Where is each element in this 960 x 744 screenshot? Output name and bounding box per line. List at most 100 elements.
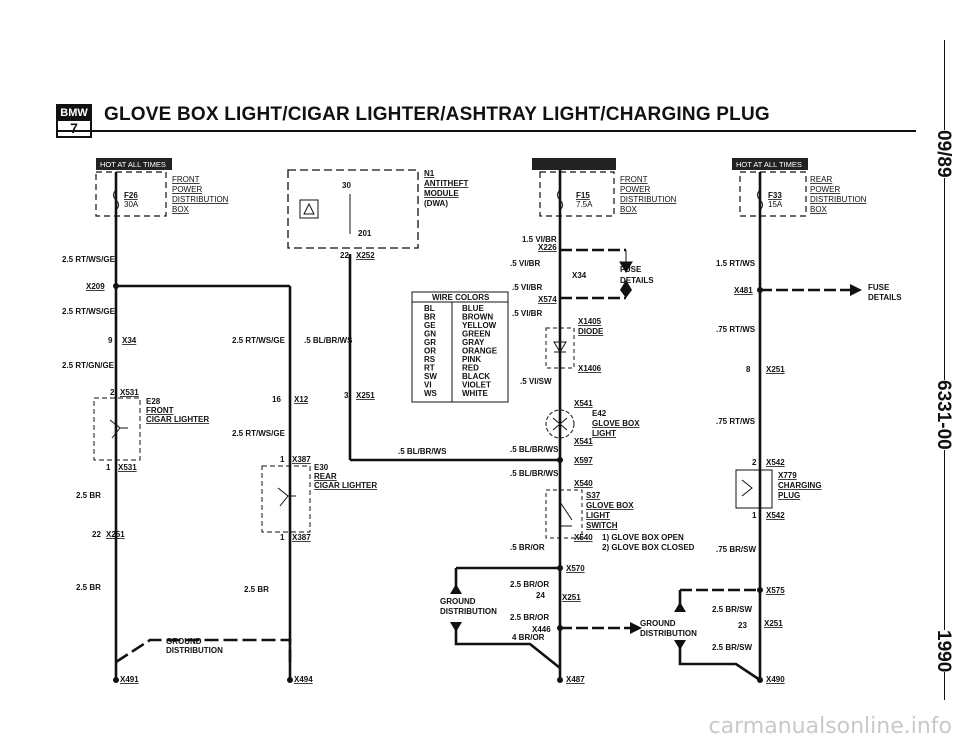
rear-pdb-label-1: REAR — [810, 175, 832, 184]
fuse-f15-amp: 7.5A — [576, 200, 593, 209]
s37-label: S37 — [586, 491, 601, 500]
front-pdb-label-4: BOX — [172, 205, 190, 214]
wire-label-15: 2.5 BR — [76, 583, 101, 592]
fuse-f26-amp: 30A — [124, 200, 139, 209]
wire-color-name: BLUE — [462, 304, 484, 313]
wire-label-14: 2.5 BR — [76, 491, 101, 500]
fuse-details-right-1: FUSE — [868, 283, 890, 292]
s37-desc-1: GLOVE BOX — [586, 501, 634, 510]
e30-desc-1: REAR — [314, 472, 337, 481]
connector-x575: X575 — [766, 586, 785, 595]
wire-color-name: GREEN — [462, 330, 491, 339]
wire-label-20: 4 BR/OR — [512, 633, 545, 642]
connector-x34-mid: X34 — [572, 271, 587, 280]
connector-x494: X494 — [294, 675, 313, 684]
margin-line — [944, 40, 945, 700]
section-number: 6331-00 — [932, 380, 954, 450]
page-title: GLOVE BOX LIGHT/CIGAR LIGHTER/ASHTRAY LI… — [104, 104, 770, 125]
x779-desc-2: PLUG — [778, 491, 800, 500]
wire-color-name: VIOLET — [462, 381, 491, 390]
wire-label-3: 2.5 RT/GN/GE — [62, 361, 115, 370]
connector-x1406: X1406 — [578, 364, 602, 373]
e30-label: E30 — [314, 463, 329, 472]
title-rule — [56, 130, 916, 132]
connector-x531-top: X531 — [120, 388, 139, 397]
wire-label-27: .5 VI/SW — [520, 377, 552, 386]
fuse-details-mid-2: DETAILS — [620, 276, 654, 285]
fuse-f26-label: F26 — [124, 191, 138, 200]
connector-x252: X252 — [356, 251, 375, 260]
pin-201-n1: 201 — [358, 229, 372, 238]
rear-cigar-lighter-e30: 1 X387 E30 REAR CIGAR LIGHTER 1 X387 — [261, 455, 377, 542]
ground-dist-left-2: DISTRIBUTION — [166, 646, 223, 655]
wire-color-code: WS — [424, 389, 438, 398]
connector-x387-top: X387 — [292, 455, 311, 464]
wire-label-19: 2.5 BR/OR — [510, 613, 549, 622]
connector-x540-top: X540 — [574, 479, 593, 488]
rear-power-distribution: HOT AT ALL TIMES F33 15A REAR POWER DIST… — [732, 158, 867, 217]
wire-label-18: 2.5 BR/OR — [510, 580, 549, 589]
e28-desc-2: CIGAR LIGHTER — [146, 415, 209, 424]
e28-desc-1: FRONT — [146, 406, 174, 415]
wire-label-2: 2.5 RT/WS/GE — [62, 307, 116, 316]
wire-label-5: 2.5 RT/WS/GE — [232, 429, 286, 438]
x779-desc-1: CHARGING — [778, 481, 822, 490]
mid-pdb-label-1: FRONT — [620, 175, 648, 184]
wire-color-code: GN — [424, 330, 436, 339]
wire-label-9: .5 BL/BR/WS — [510, 469, 559, 478]
connector-x251-left: X251 — [106, 530, 125, 539]
pin-1-e30-bottom: 1 — [280, 533, 285, 542]
connector-x481: X481 — [734, 286, 753, 295]
diode-label: DIODE — [578, 327, 604, 336]
wire-color-code: RT — [424, 364, 435, 373]
fuse-f15-label: F15 — [576, 191, 590, 200]
wire-color-code: BL — [424, 304, 435, 313]
pin-22-n1: 22 — [340, 251, 349, 260]
connector-x541-top: X541 — [574, 399, 593, 408]
wire-color-code: GR — [424, 338, 436, 347]
charging-plug-x779: 2 X542 X779 CHARGING PLUG 1 X542 — [735, 458, 822, 520]
wire-color-code: OR — [424, 347, 436, 356]
s37-desc-2: LIGHT — [586, 511, 610, 520]
connector-x542-bottom: X542 — [766, 511, 785, 520]
wire-color-name: RED — [462, 364, 479, 373]
connector-x490: X490 — [766, 675, 785, 684]
logo-series: 7 — [70, 120, 78, 136]
wire-label-4: 2.5 RT/WS/GE — [232, 336, 286, 345]
wire-label-10: 1.5 RT/WS — [716, 259, 756, 268]
ground-distribution-left: GROUND DISTRIBUTION X491 X494 — [113, 637, 313, 684]
e30-desc-2: CIGAR LIGHTER — [314, 481, 377, 490]
pin-2-e28: 2 — [110, 388, 115, 397]
wire-color-code: GE — [424, 321, 436, 330]
mid-pdb-label-3: DISTRIBUTION — [620, 195, 677, 204]
wire-color-code: RS — [424, 355, 436, 364]
pin-8: 8 — [746, 365, 751, 374]
wire-label-21: 2.5 BR/SW — [712, 605, 752, 614]
connector-x570: X570 — [566, 564, 585, 573]
mid-pdb-label-2: POWER — [620, 185, 650, 194]
pin-16: 16 — [272, 395, 281, 404]
front-cigar-lighter-e28: 2 X531 E28 FRONT CIGAR LIGHTER 1 X531 — [93, 388, 209, 472]
wire-color-code: BR — [424, 313, 436, 322]
connector-x540-bottom: X540 — [574, 533, 593, 542]
wire-color-code: VI — [424, 381, 432, 390]
ground-dist-mid-2: DISTRIBUTION — [440, 607, 497, 616]
connector-x597: X597 — [574, 456, 593, 465]
wire-color-name: WHITE — [462, 389, 488, 398]
connector-x1405: X1405 — [578, 317, 602, 326]
wire-label-16: 2.5 BR — [244, 585, 269, 594]
ground-dist-mid-1: GROUND — [440, 597, 476, 606]
connector-x209: X209 — [86, 282, 105, 291]
diode-x1405: X1405 DIODE X1406 — [545, 317, 604, 373]
pin-2-x779: 2 — [752, 458, 757, 467]
pin-24: 24 — [536, 591, 545, 600]
wire-label-25: .5 VI/BR — [512, 283, 542, 292]
wire-color-name: BROWN — [462, 313, 493, 322]
badge-text: HOT AT ALL TIMES — [100, 160, 166, 169]
pin-22-left: 22 — [92, 530, 101, 539]
wire-label-13: .75 BR/SW — [716, 545, 756, 554]
connector-x387-bottom: X387 — [292, 533, 311, 542]
fuse-details-right-2: DETAILS — [868, 293, 902, 302]
connector-x12: X12 — [294, 395, 309, 404]
model-year: 1990 — [932, 630, 954, 673]
